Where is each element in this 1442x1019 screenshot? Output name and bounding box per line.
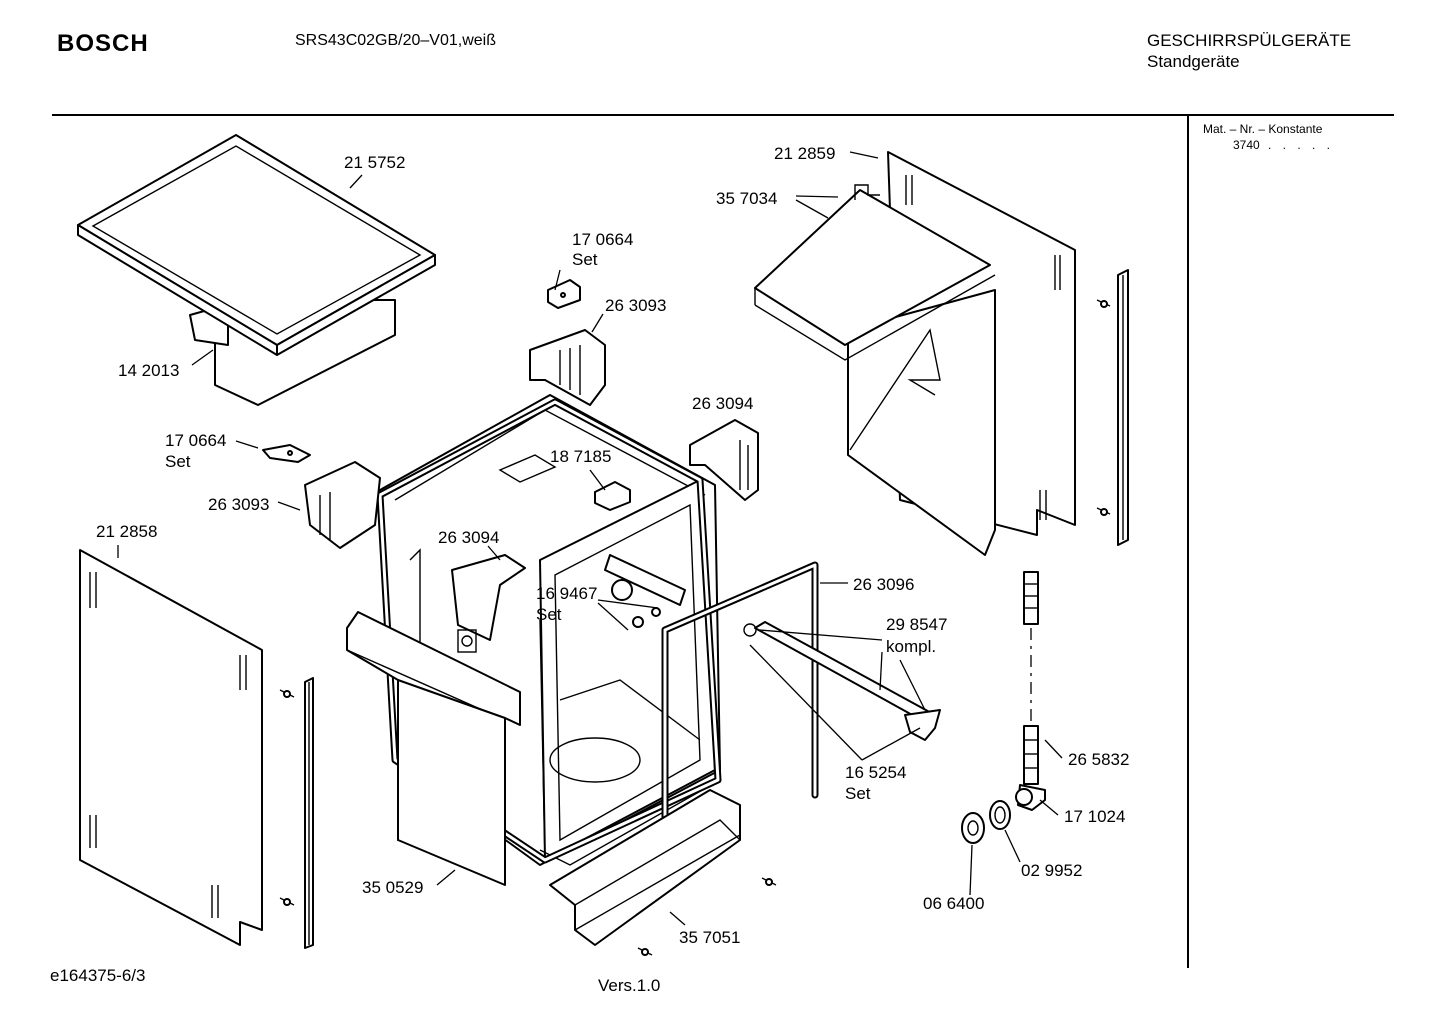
door-holder[interactable] — [451, 419, 759, 653]
right-trim-strip[interactable] — [1117, 269, 1129, 546]
kick-plate[interactable] — [549, 789, 741, 946]
worktop-cover[interactable] — [77, 134, 436, 406]
part-label-263093-top: 26 3093 — [605, 296, 666, 315]
door-spring-arm[interactable] — [743, 621, 941, 741]
part-label-169467: 16 9467 — [536, 584, 597, 603]
hose-connector[interactable] — [1015, 784, 1046, 811]
header-divider — [52, 114, 1394, 116]
right-side-panel[interactable] — [754, 151, 1076, 556]
part-label-170664-left: 17 0664 — [165, 431, 226, 450]
door-seal[interactable] — [376, 398, 819, 889]
leader-lines — [117, 151, 1063, 926]
part-label-357034: 35 7034 — [716, 189, 777, 208]
left-side-panel[interactable] — [79, 549, 263, 946]
part-label-170664-top: 17 0664 — [572, 230, 633, 249]
part-label-066400: 06 6400 — [923, 894, 984, 913]
mat-nr-label: Mat. – Nr. – Konstante — [1203, 122, 1323, 136]
part-label-350529: 35 0529 — [362, 878, 423, 897]
sidebar-divider — [1187, 116, 1189, 968]
part-label-171024: 17 1024 — [1064, 807, 1125, 826]
part-label-212859: 21 2859 — [774, 144, 835, 163]
nut[interactable] — [961, 812, 985, 844]
category-title: GESCHIRRSPÜLGERÄTE — [1147, 31, 1352, 50]
hinge-holder[interactable] — [304, 329, 606, 549]
part-label-298547-suffix: kompl. — [886, 637, 936, 656]
version-label: Vers.1.0 — [598, 976, 661, 995]
part-label-298547: 29 8547 — [886, 615, 947, 634]
front-panel[interactable] — [346, 611, 521, 886]
part-label-212858: 21 2858 — [96, 522, 157, 541]
part-label-215752: 21 5752 — [344, 153, 405, 172]
appliance-category: GESCHIRRSPÜLGERÄTE Standgeräte — [1147, 30, 1351, 72]
part-label-029952: 02 9952 — [1021, 861, 1082, 880]
part-label-165254: 16 5254 — [845, 763, 906, 782]
part-label-170664-left-suffix: Set — [165, 452, 191, 471]
part-label-142013: 14 2013 — [118, 361, 179, 380]
left-trim-strip[interactable] — [304, 677, 314, 949]
category-subtitle: Standgeräte — [1147, 52, 1240, 71]
mat-nr-value: 3740 — [1233, 138, 1260, 152]
part-label-263096: 26 3096 — [853, 575, 914, 594]
part-label-263094-right: 26 3094 — [692, 394, 753, 413]
part-label-357051: 35 7051 — [679, 928, 740, 947]
part-label-263093-left: 26 3093 — [208, 495, 269, 514]
model-number: SRS43C02GB/20–V01,weiß — [295, 32, 496, 49]
screw-icon — [637, 877, 777, 956]
part-label-265832: 26 5832 — [1068, 750, 1129, 769]
brand-logo: BOSCH — [57, 30, 149, 57]
part-label-169467-suffix: Set — [536, 605, 562, 624]
part-label-187185: 18 7185 — [550, 447, 611, 466]
screw-icon — [279, 689, 295, 906]
inlet-hose[interactable] — [1023, 571, 1039, 785]
seal-ring[interactable] — [989, 800, 1011, 830]
drawing-id: e164375-6/3 — [50, 966, 146, 985]
part-label-165254-suffix: Set — [845, 784, 871, 803]
mat-nr-dots: . . . . . — [1268, 138, 1335, 152]
part-label-170664-top-suffix: Set — [572, 250, 598, 269]
screw-icon — [1096, 299, 1111, 516]
part-label-263094-left: 26 3094 — [438, 528, 499, 547]
part-labels: 21 5752 14 2013 17 0664 Set 26 3093 21 2… — [96, 144, 1129, 947]
